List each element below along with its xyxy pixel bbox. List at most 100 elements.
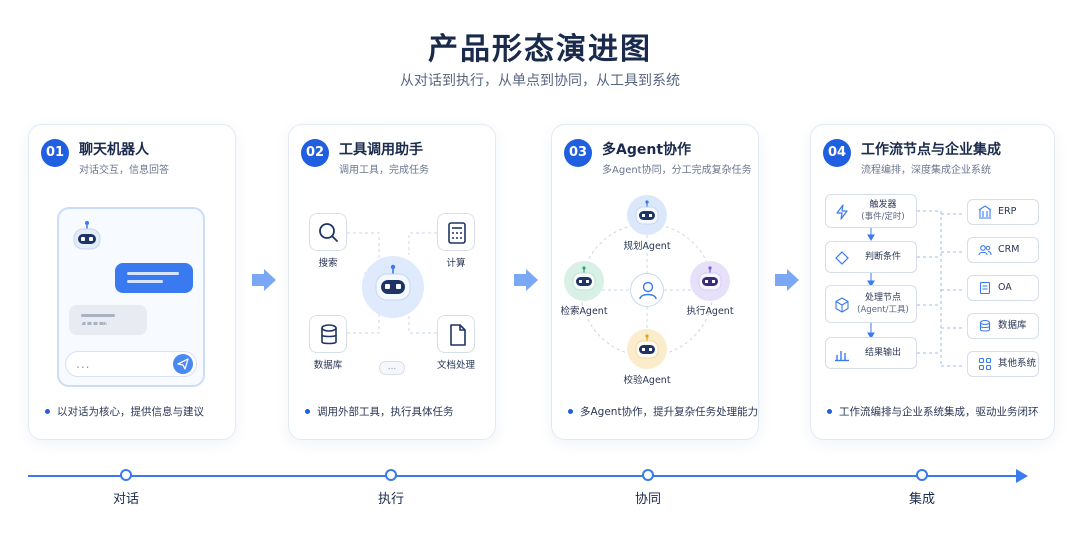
system-label: 其他系统 [998, 358, 1037, 369]
timeline-label: 集成 [908, 492, 935, 507]
system-oa: OA [967, 275, 1039, 301]
timeline-dot [385, 469, 397, 481]
card-title: 多Agent协作 [602, 142, 692, 158]
agent-planner [627, 195, 667, 235]
database-icon [321, 324, 337, 345]
bar-chart-icon [835, 351, 849, 362]
bot-message-bubble [69, 305, 147, 335]
card-description: 调用工具，完成任务 [339, 165, 429, 176]
workflow-node-sublabel: (Agent/工具) [857, 305, 909, 315]
user-message-bubble [115, 263, 193, 293]
workflow-node-trigger: 触发器 (事件/定时) [825, 194, 917, 228]
cube-icon [835, 297, 849, 313]
stage-card-tool-assistant: 02 工具调用助手 调用工具，完成任务 搜索 计算 数据库 ... 文档处理 调… [288, 124, 496, 440]
workflow-node-condition: 判断条件 [825, 241, 917, 273]
tool-label: 文档处理 [436, 360, 475, 371]
timeline-axis [28, 475, 1018, 477]
stage-card-chatbot: 01 聊天机器人 对话交互，信息回答 ... 以对话为核心，提供信息与建议 [28, 124, 236, 440]
timeline-dot [642, 469, 654, 481]
card-description: 多Agent协同，分工完成复杂任务 [602, 165, 752, 176]
chat-input-field[interactable]: ... [65, 351, 197, 377]
card-footer-note: 调用外部工具，执行具体任务 [305, 404, 454, 419]
card-description: 对话交互，信息回答 [79, 165, 169, 176]
robot-icon [572, 266, 596, 291]
system-label: CRM [998, 244, 1020, 255]
assistant-hub [362, 256, 424, 318]
system-other: 其他系统 [967, 351, 1039, 377]
system-label: ERP [998, 206, 1017, 217]
agent-label: 执行Agent [686, 306, 734, 317]
workflow-node-process: 处理节点 (Agent/工具) [825, 285, 917, 323]
calculator-icon [448, 222, 466, 244]
tool-label: 搜索 [318, 258, 338, 269]
card-header: 02 工具调用助手 调用工具，完成任务 [301, 139, 487, 183]
timeline-dot [120, 469, 132, 481]
robot-icon [635, 200, 659, 225]
card-title: 聊天机器人 [79, 142, 149, 158]
send-button[interactable] [173, 354, 193, 374]
timeline-label: 执行 [377, 492, 404, 507]
tool-search [309, 213, 347, 251]
document-icon [979, 281, 991, 295]
arrow-right-icon [775, 269, 799, 291]
tool-label: 数据库 [313, 360, 343, 371]
agent-retrieval [564, 261, 604, 301]
grid-icon [978, 357, 992, 371]
building-icon [978, 205, 992, 219]
page-title: 产品形态演进图 [428, 32, 652, 67]
timeline-arrow-icon [1016, 469, 1028, 483]
timeline-dot [916, 469, 928, 481]
agent-label: 规划Agent [623, 241, 671, 252]
system-database: 数据库 [967, 313, 1039, 339]
stage-card-multi-agent: 03 多Agent协作 多Agent协同，分工完成复杂任务 规划Agent 检索… [551, 124, 759, 440]
more-tools-indicator: ... [379, 361, 405, 375]
card-header: 01 聊天机器人 对话交互，信息回答 [41, 139, 227, 183]
arrow-right-icon [514, 269, 538, 291]
timeline-label: 对话 [112, 492, 139, 507]
tool-document [437, 315, 475, 353]
card-footer-note: 工作流编排与企业系统集成，驱动业务闭环 [827, 404, 1039, 419]
agent-label: 检索Agent [560, 306, 608, 317]
card-footer-note: 多Agent协作，提升复杂任务处理能力 [568, 404, 758, 419]
user-icon [639, 281, 657, 300]
agent-validator [627, 329, 667, 369]
system-crm: CRM [967, 237, 1039, 263]
tool-database [309, 315, 347, 353]
workflow-node-label: 处理节点 [864, 293, 901, 303]
system-label: OA [998, 282, 1012, 293]
search-icon [319, 223, 338, 242]
robot-icon [635, 334, 659, 359]
robot-icon [698, 266, 722, 291]
workflow-node-label: 触发器 [869, 200, 897, 210]
tool-calculator [437, 213, 475, 251]
step-number-badge: 04 [823, 139, 851, 167]
agent-label: 校验Agent [623, 375, 671, 386]
workflow-node-label: 结果输出 [864, 348, 901, 358]
robot-icon [375, 264, 411, 301]
system-erp: ERP [967, 199, 1039, 225]
database-icon [979, 319, 991, 332]
workflow-node-label: 判断条件 [864, 252, 901, 262]
tool-label: 计算 [446, 258, 466, 269]
timeline-label: 协同 [634, 492, 661, 507]
card-header: 03 多Agent协作 多Agent协同，分工完成复杂任务 [564, 139, 752, 183]
step-number-badge: 03 [564, 139, 592, 167]
send-icon [177, 358, 189, 370]
stage-card-workflow-integration: 04 工作流节点与企业集成 流程编排，深度集成企业系统 触发器 (事件/定时) 判… [810, 124, 1055, 440]
robot-icon [73, 221, 101, 250]
workflow-connector-lines [867, 210, 963, 367]
arrow-right-icon [252, 269, 276, 291]
workflow-node-sublabel: (事件/定时) [861, 212, 905, 222]
input-placeholder: ... [76, 357, 91, 371]
lightning-icon [836, 204, 848, 220]
user-node [630, 273, 664, 307]
card-title: 工具调用助手 [339, 142, 423, 158]
step-number-badge: 02 [301, 139, 329, 167]
workflow-node-output: 结果输出 [825, 337, 917, 369]
card-header: 04 工作流节点与企业集成 流程编排，深度集成企业系统 [823, 139, 1046, 183]
step-number-badge: 01 [41, 139, 69, 167]
card-footer-note: 以对话为核心，提供信息与建议 [45, 404, 204, 419]
users-icon [978, 245, 992, 256]
chat-window-illustration: ... [57, 207, 205, 387]
agent-executor [690, 261, 730, 301]
